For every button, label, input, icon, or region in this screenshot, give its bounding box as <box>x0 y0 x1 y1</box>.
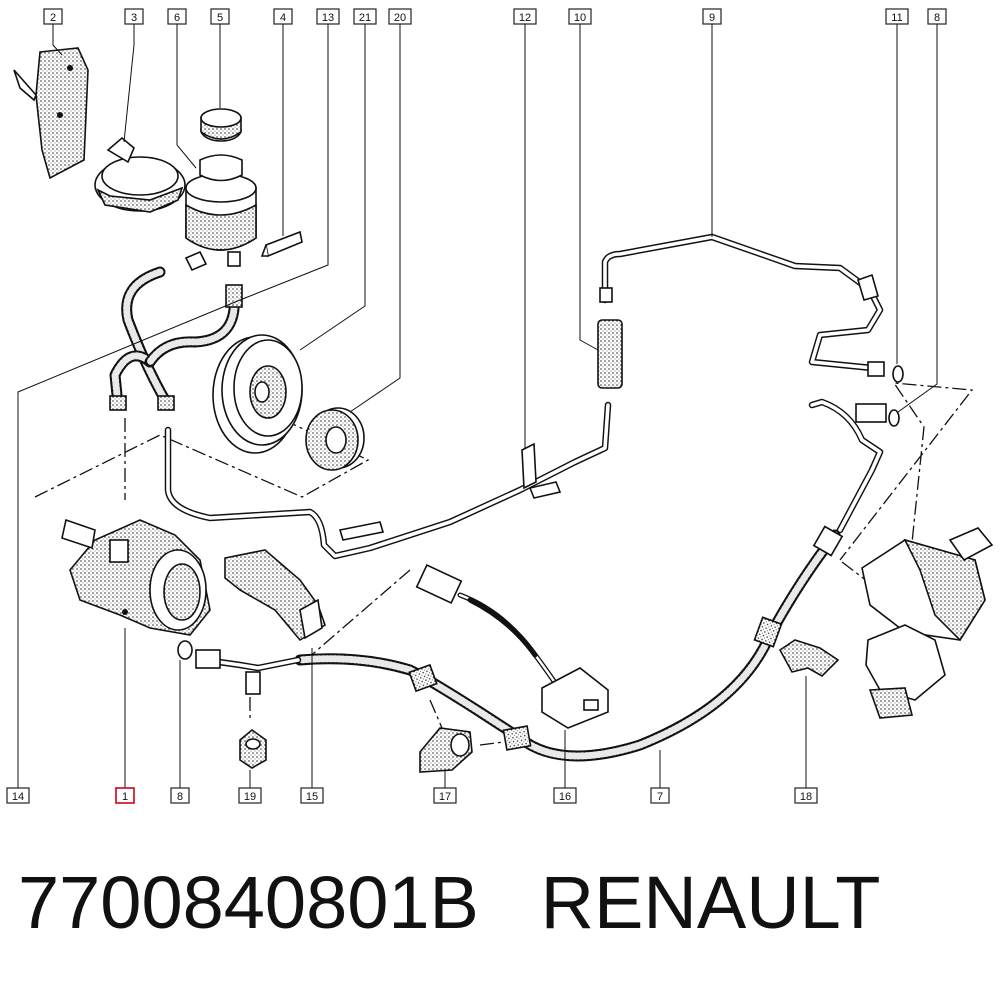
svg-text:9: 9 <box>709 12 715 24</box>
callout-13: 13 <box>316 8 340 25</box>
callout-21: 21 <box>353 8 377 25</box>
callout-1: 1 <box>115 787 135 804</box>
svg-text:18: 18 <box>800 791 812 803</box>
part-8-seal-right <box>855 403 900 427</box>
part-7-flexible-hose <box>294 398 884 762</box>
part-16-pressure-switch <box>415 564 609 729</box>
callout-15: 15 <box>300 787 324 804</box>
part-3-clamp <box>94 136 186 213</box>
callout-8-top: 8 <box>927 8 947 25</box>
svg-text:17: 17 <box>439 791 451 803</box>
callout-11: 11 <box>885 8 909 25</box>
callout-18: 18 <box>794 787 818 804</box>
part-17-clip <box>419 727 473 773</box>
part-19-union-nut <box>195 649 302 769</box>
part-8-seal-left <box>177 640 193 660</box>
svg-text:8: 8 <box>934 12 940 24</box>
callout-4: 4 <box>273 8 293 25</box>
leader-lines <box>17 24 938 788</box>
svg-text:4: 4 <box>280 12 286 24</box>
part-9-return-pipe <box>599 233 885 377</box>
callout-20: 20 <box>388 8 412 25</box>
part-2-bracket <box>13 47 89 180</box>
part-10-sleeve <box>597 319 623 389</box>
part-15-bracket <box>224 549 326 642</box>
callout-8-bottom: 8 <box>170 787 190 804</box>
callout-19: 19 <box>238 787 262 804</box>
callout-16: 16 <box>553 787 577 804</box>
callout-10: 10 <box>568 8 592 25</box>
steering-rack-housing <box>861 527 994 719</box>
svg-text:6: 6 <box>174 12 180 24</box>
exploded-parts-diagram: 2 3 6 5 4 13 21 20 <box>6 8 994 804</box>
callout-3: 3 <box>124 8 144 25</box>
part-4-clip <box>260 230 303 258</box>
callout-labels: 2 3 6 5 4 13 21 20 <box>6 8 947 804</box>
svg-text:3: 3 <box>131 12 137 24</box>
part-21-pulley <box>212 334 303 454</box>
svg-text:10: 10 <box>574 12 586 24</box>
svg-text:7: 7 <box>657 791 663 803</box>
callout-5: 5 <box>210 8 230 25</box>
svg-text:2: 2 <box>50 12 56 24</box>
callout-2: 2 <box>43 8 63 25</box>
callout-6: 6 <box>167 8 187 25</box>
svg-text:16: 16 <box>559 791 571 803</box>
callout-12: 12 <box>513 8 537 25</box>
svg-text:5: 5 <box>217 12 223 24</box>
part-20-hub <box>305 407 365 471</box>
svg-text:15: 15 <box>306 791 318 803</box>
svg-text:19: 19 <box>244 791 256 803</box>
svg-text:21: 21 <box>359 12 371 24</box>
svg-text:1: 1 <box>122 791 128 803</box>
callout-17: 17 <box>433 787 457 804</box>
callout-14: 14 <box>6 787 30 804</box>
svg-text:11: 11 <box>891 12 902 24</box>
svg-text:20: 20 <box>394 12 406 24</box>
part-18-clip <box>778 639 840 677</box>
part-12-pressure-pipe <box>164 401 612 560</box>
callout-9: 9 <box>702 8 722 25</box>
part-6-reservoir <box>184 154 257 272</box>
svg-text:8: 8 <box>177 791 183 803</box>
part-13-14-hoses <box>109 266 243 411</box>
brand-name: RENAULT <box>540 861 881 944</box>
part-11-seal <box>892 365 904 383</box>
svg-text:13: 13 <box>322 12 334 24</box>
callout-7: 7 <box>650 787 670 804</box>
part-caption: 7700840801B RENAULT <box>18 858 978 948</box>
part-number: 7700840801B <box>18 861 479 944</box>
svg-text:12: 12 <box>519 12 531 24</box>
svg-text:14: 14 <box>12 791 24 803</box>
part-1-pump <box>61 518 211 636</box>
part-5-cap <box>200 108 242 142</box>
